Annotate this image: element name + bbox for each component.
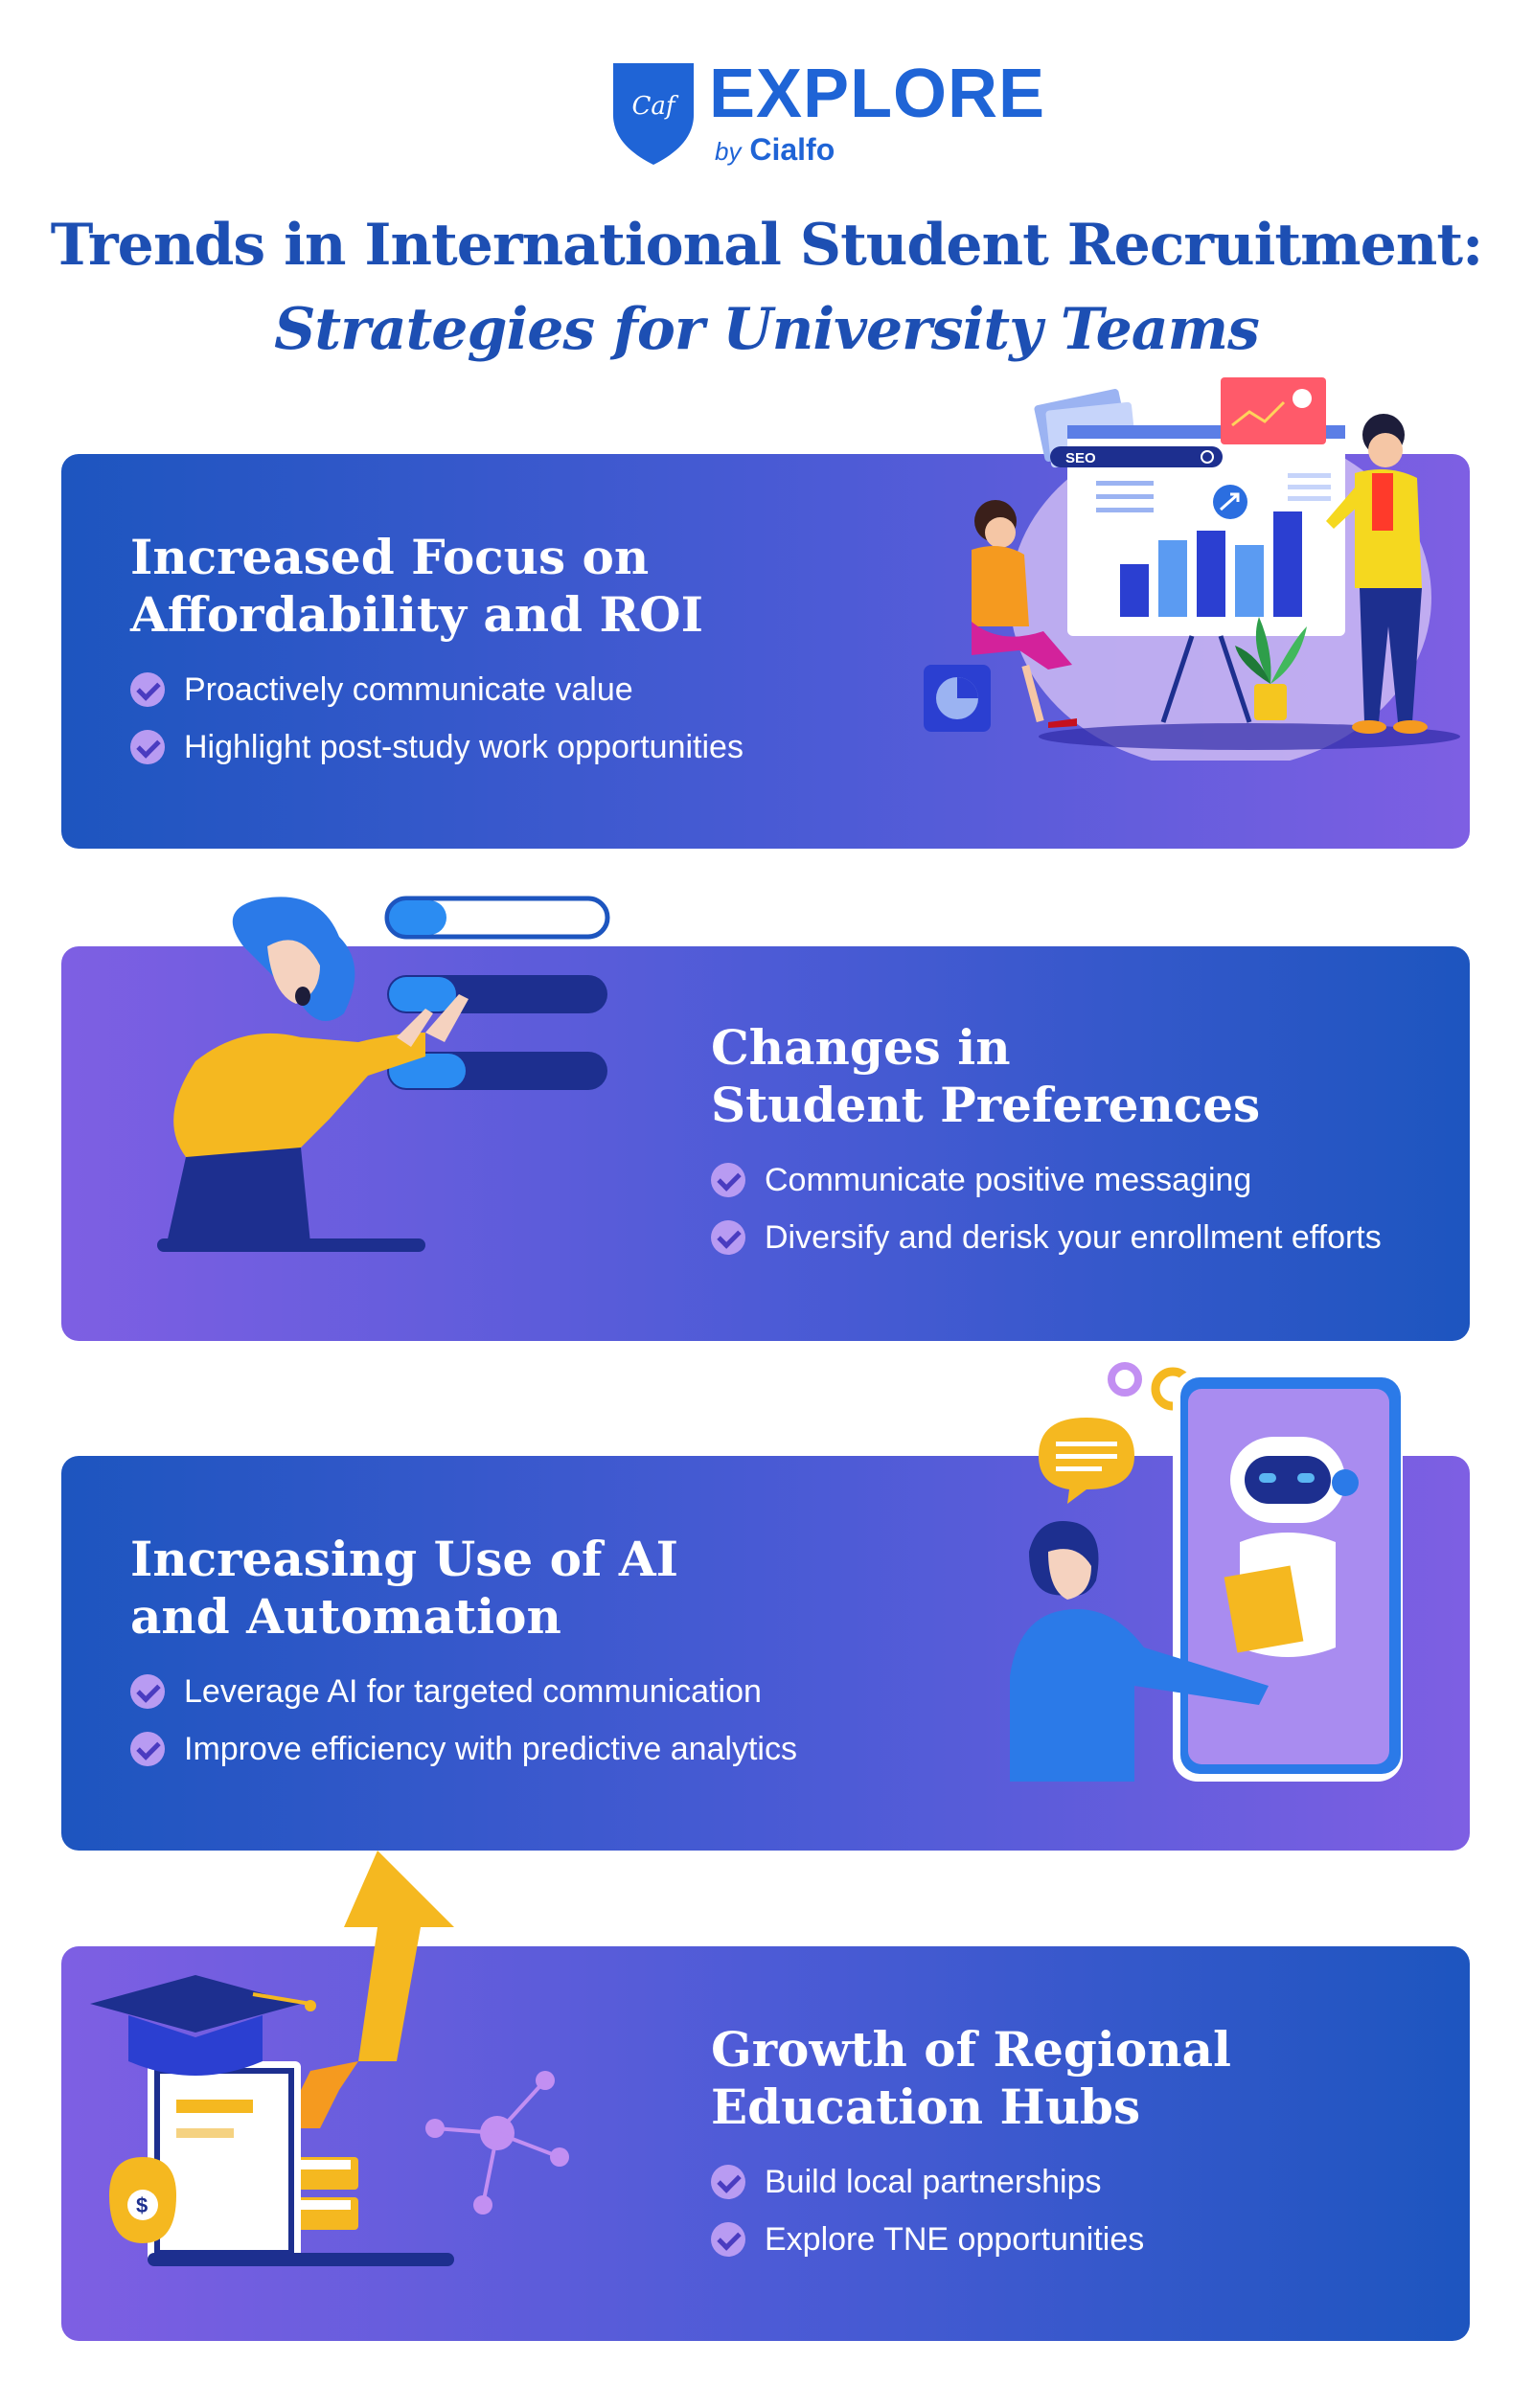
bullet-item: Explore TNE opportunities: [711, 2220, 1144, 2259]
logo-brand-text: Cialfo: [749, 132, 835, 167]
check-circle-icon: [711, 1220, 745, 1255]
check-circle-icon: [711, 1163, 745, 1197]
check-circle-icon: [130, 672, 165, 707]
bullet-item: Communicate positive messaging: [711, 1161, 1382, 1199]
section-title: Increasing Use of AI and Automation: [130, 1531, 679, 1645]
page-title: Trends in International Student Recruitm…: [0, 203, 1533, 372]
check-circle-icon: [130, 1674, 165, 1709]
section-title: Growth of Regional Education Hubs: [711, 2021, 1231, 2135]
logo-byline: by Cialfo: [715, 130, 835, 170]
bullet-item: Proactively communicate value: [130, 670, 744, 709]
bullet-text: Leverage AI for targeted communication: [184, 1673, 762, 1710]
bullet-item: Leverage AI for targeted communication: [130, 1672, 797, 1711]
brand-logo: Caf EXPLORE by Cialfo: [609, 56, 1044, 170]
bullet-text: Highlight post-study work opportunities: [184, 729, 744, 765]
bullet-list: Leverage AI for targeted communication I…: [130, 1672, 797, 1787]
ai-robot-phone-icon: [1010, 1362, 1403, 1782]
bullet-item: Build local partnerships: [711, 2163, 1144, 2201]
section-card-affordability: Increased Focus on Affordability and ROI…: [61, 377, 1470, 849]
section-title: Changes in Student Preferences: [711, 1019, 1261, 1133]
graduation-growth-icon: $: [90, 1851, 569, 2266]
bullet-text: Explore TNE opportunities: [765, 2221, 1145, 2258]
logo-wordmark: EXPLORE: [709, 56, 1046, 132]
presentation-chart-icon: SEO: [924, 377, 1460, 761]
logo-by-text: by: [715, 137, 742, 166]
check-circle-icon: [711, 2222, 745, 2257]
section-card-ai-automation: Increasing Use of AI and Automation Leve…: [61, 1362, 1470, 1851]
section-title: Increased Focus on Affordability and ROI: [130, 529, 703, 643]
page-title-line1: Trends in International Student Recruitm…: [50, 212, 1483, 279]
bullet-list: Communicate positive messaging Diversify…: [711, 1161, 1382, 1276]
bullet-item: Highlight post-study work opportunities: [130, 728, 744, 766]
person-choosing-options-icon: [157, 896, 610, 1252]
bullet-text: Build local partnerships: [765, 2164, 1102, 2200]
bullet-text: Improve efficiency with predictive analy…: [184, 1731, 797, 1767]
bullet-list: Build local partnerships Explore TNE opp…: [711, 2163, 1144, 2278]
bullet-text: Proactively communicate value: [184, 671, 633, 708]
bullet-list: Proactively communicate value Highlight …: [130, 670, 744, 785]
logo-script-mark: Caf: [631, 92, 675, 121]
bullet-text: Diversify and derisk your enrollment eff…: [765, 1219, 1382, 1256]
bullet-item: Diversify and derisk your enrollment eff…: [711, 1218, 1382, 1257]
svg-text:$: $: [136, 2193, 148, 2217]
seo-label: SEO: [1065, 450, 1096, 466]
shield-logo-icon: [613, 63, 694, 165]
page-title-line2: Strategies for University Teams: [274, 296, 1260, 363]
check-circle-icon: [711, 2165, 745, 2199]
check-circle-icon: [130, 1732, 165, 1766]
bullet-text: Communicate positive messaging: [765, 1162, 1252, 1198]
section-card-regional-hubs: Growth of Regional Education Hubs Build …: [61, 1851, 1470, 2341]
bullet-item: Improve efficiency with predictive analy…: [130, 1730, 797, 1768]
section-card-student-preferences: Changes in Student Preferences Communica…: [61, 896, 1470, 1341]
check-circle-icon: [130, 730, 165, 764]
